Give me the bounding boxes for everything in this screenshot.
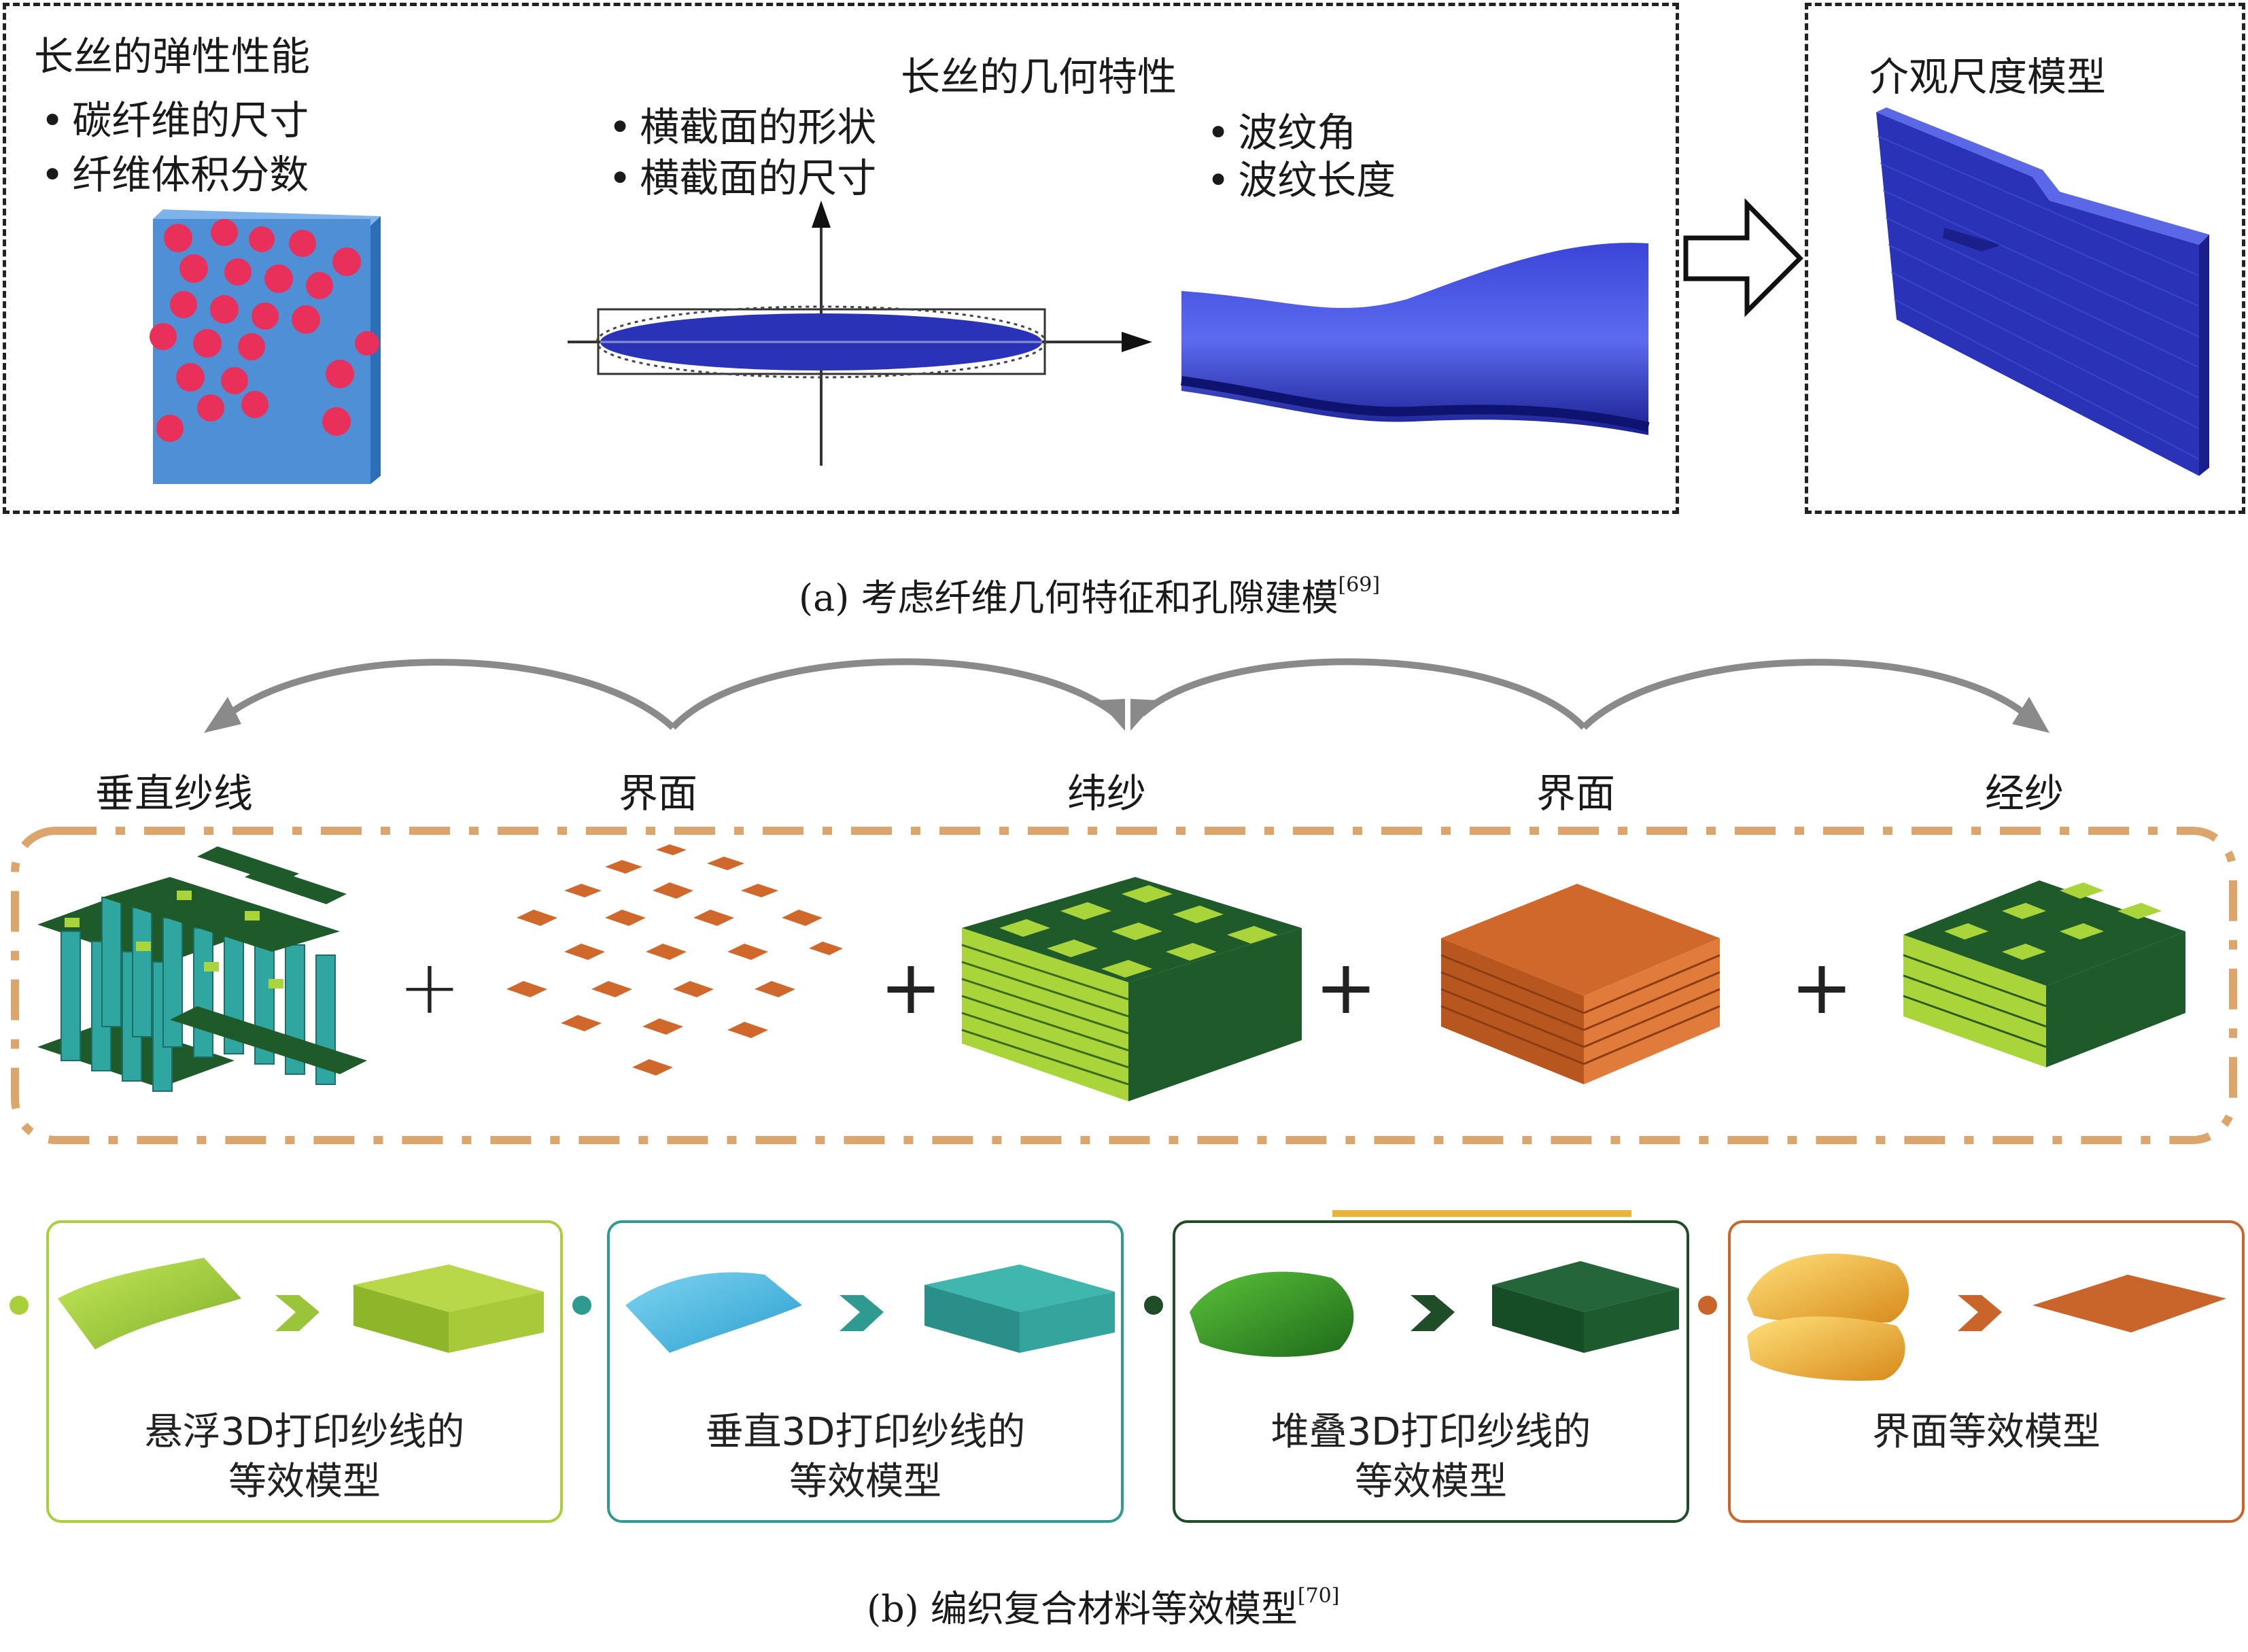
carbon-fiber-dots	[150, 219, 379, 442]
card-interface-line1: 界面等效模型	[1872, 1410, 2100, 1454]
caption-b-ref: [70]	[1297, 1584, 1340, 1608]
bullet-fiber-size: 碳纤维的尺寸	[41, 88, 309, 145]
label-interface-2: 界面	[1536, 770, 1616, 816]
label-warp-yarn: 经纱	[1985, 770, 2064, 816]
bullet-darkgreen	[1144, 1296, 1163, 1315]
cross-section-diagram	[568, 201, 1152, 466]
weft-yarn-model	[961, 877, 1302, 1101]
plus-sign-3: +	[1315, 944, 1377, 1031]
mesoscale-model-heading: 介观尺度模型	[1869, 54, 2107, 100]
label-vertical-yarn: 垂直纱线	[95, 770, 254, 816]
plus-sign-1: +	[398, 944, 461, 1031]
card-stacked-yarn-line1: 堆叠3D打印纱线的	[1270, 1410, 1591, 1454]
stacked-yarn-shape	[1190, 1261, 1679, 1357]
card-graphics	[10, 1210, 2226, 1381]
mesoscale-model-box	[1805, 3, 2245, 514]
card-stacked-yarn: 堆叠3D打印纱线的 等效模型	[1173, 1220, 1689, 1523]
elastic-properties-heading: 长丝的弹性性能	[34, 33, 311, 80]
interface-shape	[1747, 1254, 2226, 1381]
caption-a: (a) 考虑纤维几何特征和孔隙建模[69]	[799, 568, 1380, 621]
interface-model-1	[506, 844, 843, 1075]
card-floating-yarn: 悬浮3D打印纱线的 等效模型	[46, 1220, 563, 1523]
caption-b-text: (b) 编织复合材料等效模型	[867, 1587, 1298, 1630]
warp-yarn-model	[1903, 880, 2185, 1067]
caption-a-ref: [69]	[1338, 573, 1381, 597]
label-weft-yarn: 纬纱	[1067, 770, 1147, 816]
interface-model-2	[1440, 884, 1720, 1084]
bullet-orange	[1698, 1296, 1717, 1315]
hollow-arrow-icon	[1683, 198, 1803, 317]
crimped-fiber	[1181, 243, 1650, 435]
bullet-crimp-length: 波纹长度	[1207, 148, 1396, 205]
floating-yarn-shape	[58, 1258, 544, 1353]
plus-sign-4: +	[1791, 944, 1853, 1031]
card-floating-yarn-line1: 悬浮3D打印纱线的	[144, 1410, 465, 1454]
geometric-properties-heading: 长丝的几何特性	[901, 54, 1177, 100]
component-assembly: + + +	[11, 827, 2237, 1144]
bullet-lime	[10, 1296, 29, 1315]
fiber-matrix-block	[150, 209, 381, 484]
bullet-cross-section-size: 横截面的尺寸	[608, 146, 876, 203]
bullet-fiber-volume: 纤维体积分数	[41, 143, 309, 200]
mesoscale-yarn-slab	[1876, 107, 2209, 476]
bullet-teal	[572, 1296, 591, 1315]
bullet-cross-section-shape: 横截面的形状	[608, 95, 876, 152]
part-a-graphics	[150, 107, 2209, 484]
caption-a-text: (a) 考虑纤维几何特征和孔隙建模	[799, 577, 1338, 619]
relationship-arrows	[204, 658, 2050, 733]
plus-sign-2: +	[880, 944, 942, 1031]
accent-bar	[1332, 1210, 1631, 1217]
label-interface-1: 界面	[619, 770, 698, 816]
geometry-features-box	[3, 3, 1679, 514]
card-floating-yarn-line2: 等效模型	[228, 1460, 381, 1504]
card-stacked-yarn-line2: 等效模型	[1355, 1460, 1507, 1504]
vertical-yarn-shape	[625, 1264, 1115, 1353]
card-vertical-yarn-line2: 等效模型	[789, 1460, 941, 1504]
caption-b: (b) 编织复合材料等效模型[70]	[867, 1579, 1339, 1632]
vertical-yarn-model	[37, 846, 367, 1092]
card-vertical-yarn-line1: 垂直3D打印纱线的	[705, 1410, 1026, 1454]
